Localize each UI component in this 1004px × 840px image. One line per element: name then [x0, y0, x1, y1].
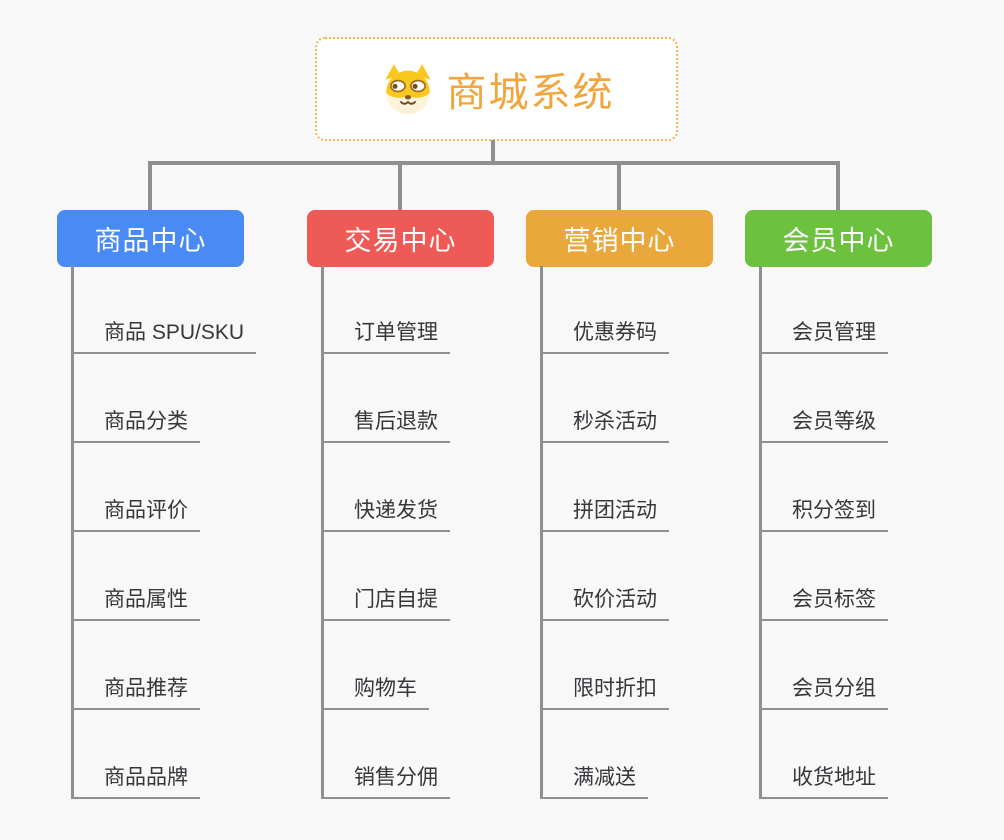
dog-icon [379, 63, 437, 115]
leaf-label: 拼团活动 [540, 494, 669, 532]
leaf-label: 快递发货 [321, 494, 450, 532]
branch-label: 营销中心 [563, 226, 676, 256]
leaf-item[interactable]: 满减送 [540, 753, 648, 799]
leaf-item[interactable]: 购物车 [321, 664, 429, 710]
leaf-label: 售后退款 [321, 405, 450, 443]
root-node[interactable]: 商城系统 [315, 37, 678, 141]
branch-spine-member [759, 266, 762, 799]
branch-product-center[interactable]: 商品中心 [57, 210, 244, 267]
leaf-item[interactable]: 售后退款 [321, 397, 450, 443]
leaf-label: 商品 SPU/SKU [71, 316, 257, 354]
leaf-label: 限时折扣 [540, 672, 669, 710]
branch-member-center[interactable]: 会员中心 [745, 210, 932, 267]
leaf-label: 秒杀活动 [540, 405, 669, 443]
leaf-label: 会员分组 [759, 672, 888, 710]
leaf-label: 会员管理 [759, 316, 888, 354]
leaf-label: 门店自提 [321, 583, 450, 621]
leaf-label: 商品推荐 [71, 672, 200, 710]
leaf-item[interactable]: 商品 SPU/SKU [71, 308, 257, 354]
connector-drop-member [836, 161, 840, 210]
connector-root-stem [491, 140, 495, 164]
leaf-item[interactable]: 砍价活动 [540, 575, 669, 621]
leaf-label: 订单管理 [321, 316, 450, 354]
leaf-item[interactable]: 商品分类 [71, 397, 200, 443]
connector-drop-marketing [617, 161, 621, 210]
leaf-item[interactable]: 快递发货 [321, 486, 450, 532]
connector-drop-product [148, 161, 152, 210]
leaf-label: 商品评价 [71, 494, 200, 532]
leaf-label: 砍价活动 [540, 583, 669, 621]
leaf-item[interactable]: 订单管理 [321, 308, 450, 354]
leaf-label: 会员标签 [759, 583, 888, 621]
leaf-label: 商品分类 [71, 405, 200, 443]
leaf-item[interactable]: 会员管理 [759, 308, 888, 354]
branch-trade-center[interactable]: 交易中心 [307, 210, 494, 267]
leaf-label: 收货地址 [759, 761, 888, 799]
leaf-item[interactable]: 门店自提 [321, 575, 450, 621]
leaf-item[interactable]: 会员等级 [759, 397, 888, 443]
leaf-item[interactable]: 销售分佣 [321, 753, 450, 799]
branch-spine-product [71, 266, 74, 799]
leaf-label: 优惠券码 [540, 316, 669, 354]
connector-horizontal-bus [148, 161, 840, 165]
leaf-label: 积分签到 [759, 494, 888, 532]
leaf-label: 销售分佣 [321, 761, 450, 799]
branch-spine-trade [321, 266, 324, 799]
leaf-item[interactable]: 商品推荐 [71, 664, 200, 710]
connector-drop-trade [398, 161, 402, 210]
branch-label: 商品中心 [94, 226, 207, 256]
leaf-item[interactable]: 商品属性 [71, 575, 200, 621]
leaf-item[interactable]: 拼团活动 [540, 486, 669, 532]
branch-label: 交易中心 [344, 226, 457, 256]
branch-marketing-center[interactable]: 营销中心 [526, 210, 713, 267]
leaf-item[interactable]: 商品评价 [71, 486, 200, 532]
leaf-label: 商品属性 [71, 583, 200, 621]
branch-spine-marketing [540, 266, 543, 799]
leaf-item[interactable]: 积分签到 [759, 486, 888, 532]
leaf-item[interactable]: 秒杀活动 [540, 397, 669, 443]
leaf-item[interactable]: 限时折扣 [540, 664, 669, 710]
leaf-label: 满减送 [540, 761, 648, 799]
leaf-item[interactable]: 优惠券码 [540, 308, 669, 354]
leaf-item[interactable]: 会员分组 [759, 664, 888, 710]
leaf-label: 购物车 [321, 672, 429, 710]
leaf-item[interactable]: 收货地址 [759, 753, 888, 799]
leaf-label: 商品品牌 [71, 761, 200, 799]
branch-label: 会员中心 [782, 226, 895, 256]
leaf-item[interactable]: 会员标签 [759, 575, 888, 621]
root-title: 商城系统 [446, 71, 615, 115]
leaf-item[interactable]: 商品品牌 [71, 753, 200, 799]
leaf-label: 会员等级 [759, 405, 888, 443]
